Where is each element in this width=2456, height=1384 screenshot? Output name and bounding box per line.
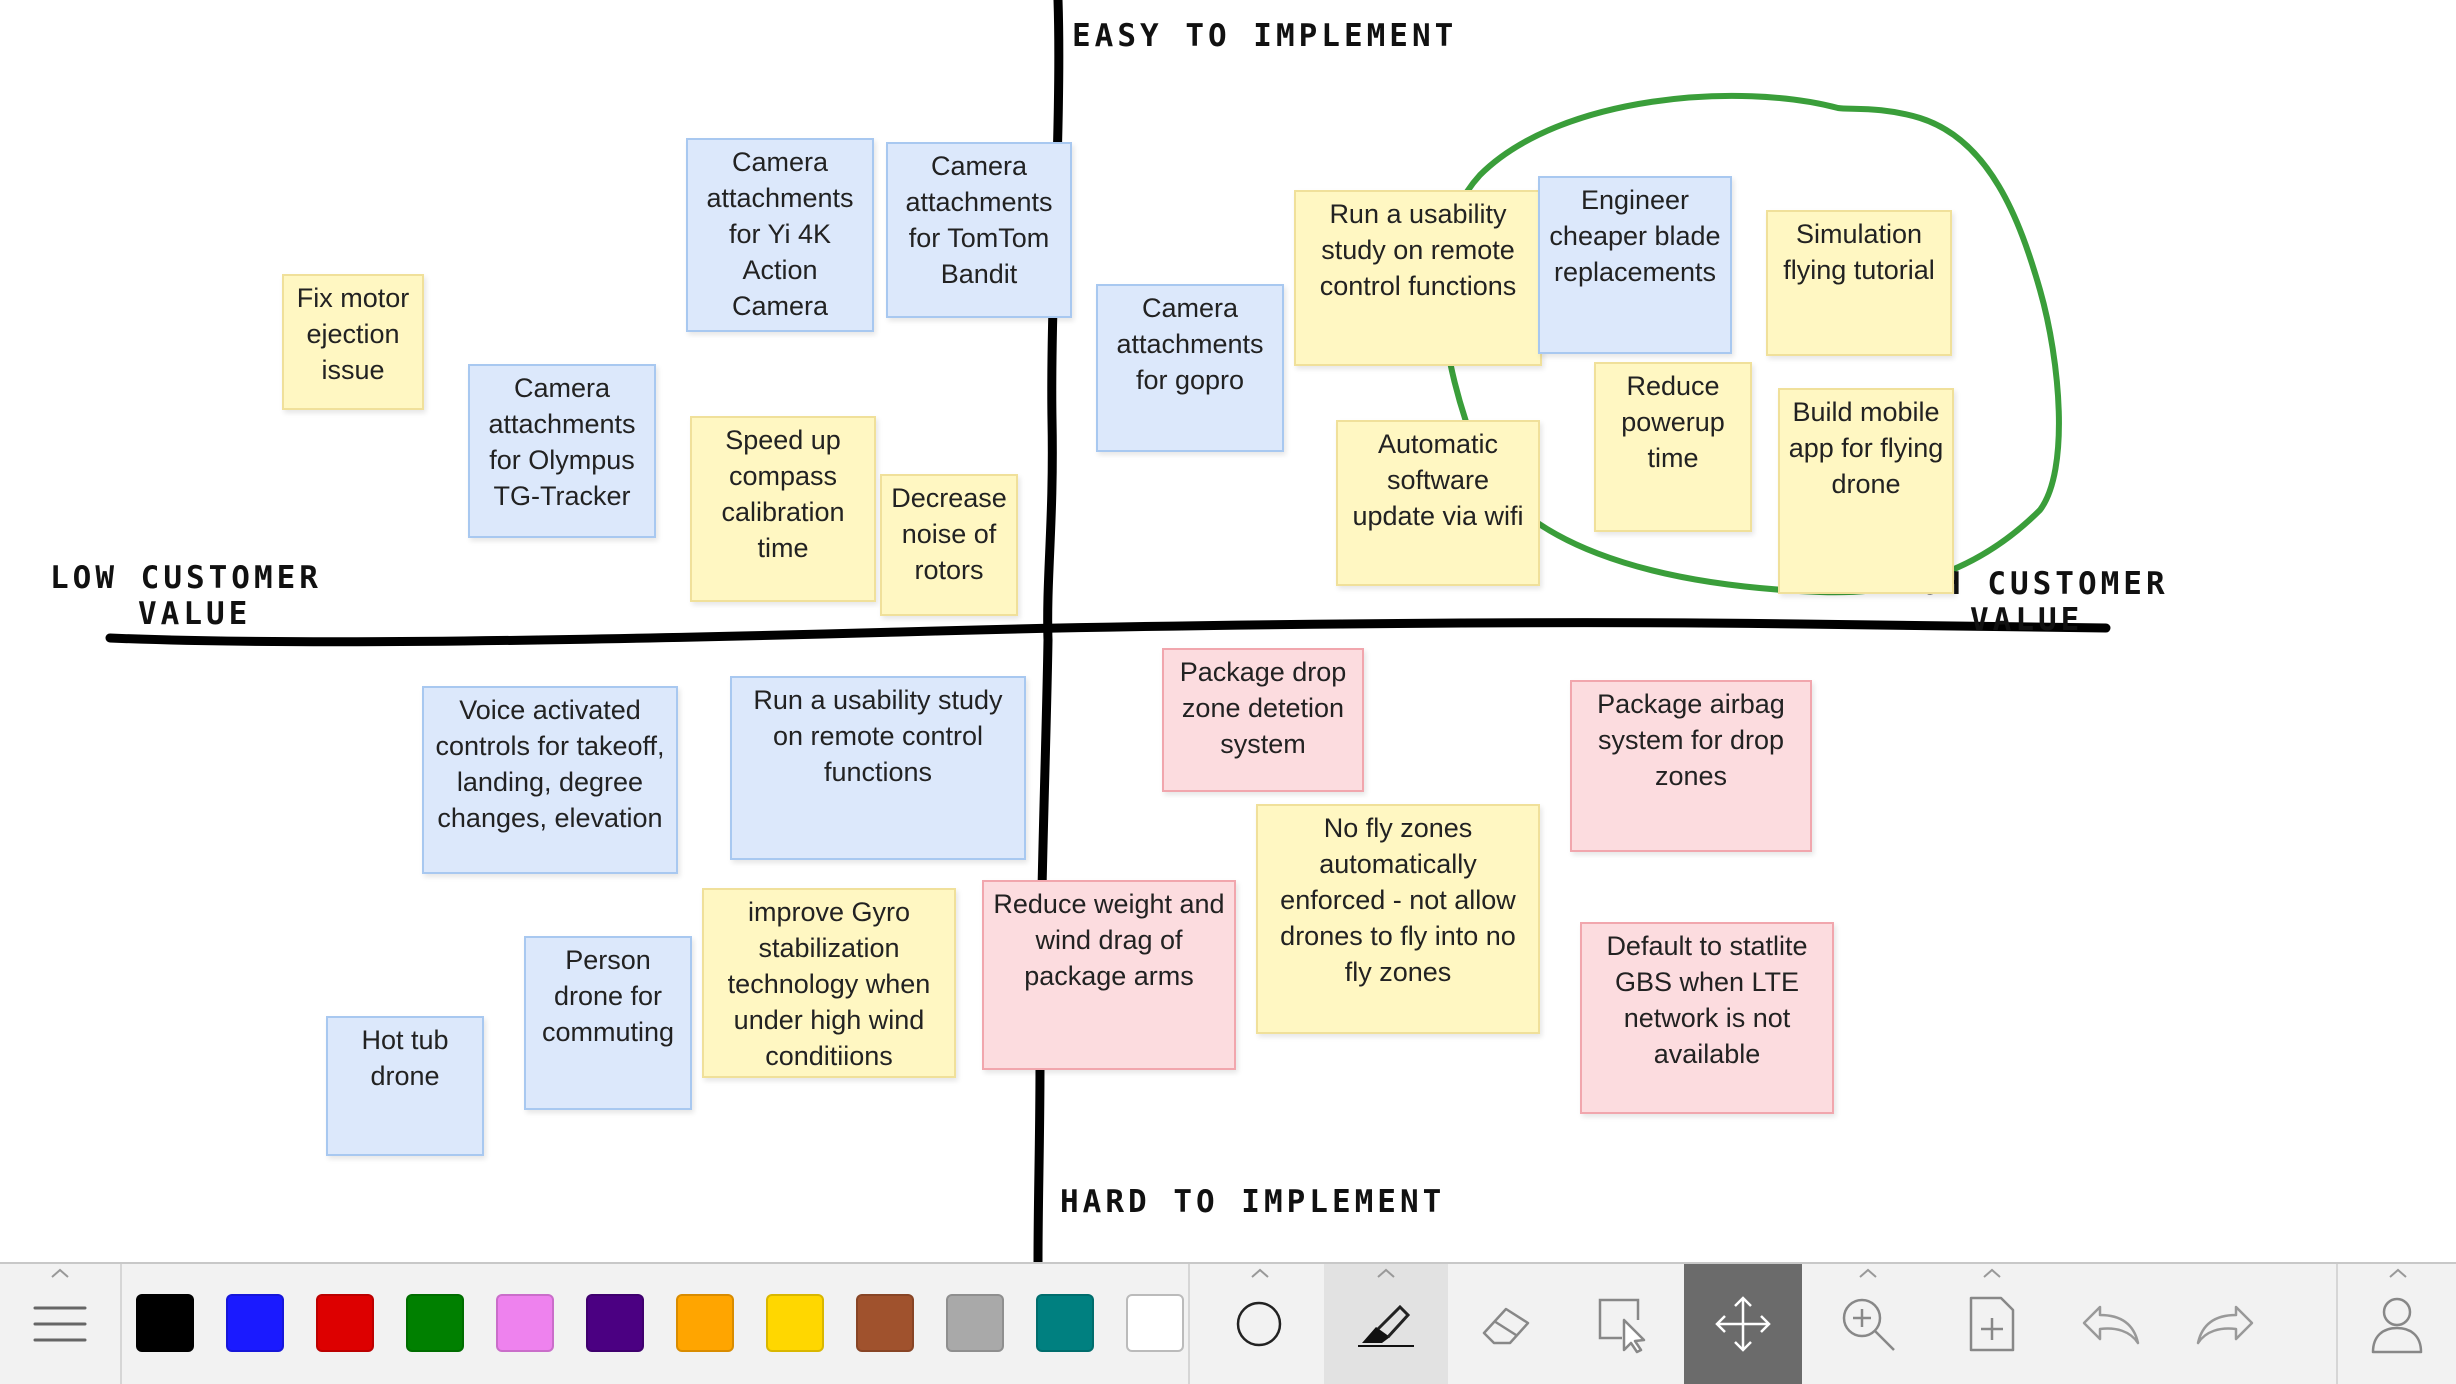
sticky-note[interactable]: Automatic software update via wifi [1336,420,1540,586]
toolbar-divider [1188,1264,1190,1384]
menu-button[interactable] [0,1264,120,1384]
redo-icon [2196,1305,2254,1345]
color-swatch[interactable] [136,1294,194,1352]
toolbar-divider [2336,1264,2338,1384]
sticky-note[interactable]: Reduce weight and wind drag of package a… [982,880,1236,1070]
color-swatch[interactable] [946,1294,1004,1352]
user-account-button[interactable] [2338,1264,2456,1384]
pan-tool-button[interactable] [1684,1264,1802,1384]
sticky-note[interactable]: Run a usability study on remote control … [730,676,1026,860]
shape-tool-button[interactable] [1190,1264,1328,1384]
axis-label-left: LOW CUSTOMER VALUE [50,560,322,632]
chevron-up-icon [1251,1268,1269,1278]
select-tool-button[interactable] [1564,1264,1684,1384]
sticky-note[interactable]: Camera attachments for Olympus TG-Tracke… [468,364,656,538]
marker-icon [1358,1304,1414,1347]
sticky-note[interactable]: Speed up compass calibration time [690,416,876,602]
sticky-note[interactable]: Voice activated controls for takeoff, la… [422,686,678,874]
color-swatch[interactable] [1126,1294,1184,1352]
color-swatch[interactable] [406,1294,464,1352]
undo-button[interactable] [2052,1264,2168,1384]
axis-label-right-line2: VALUE [1970,602,2084,638]
axis-label-top: EASY TO IMPLEMENT [1072,18,1458,54]
chevron-up-icon [1859,1268,1877,1278]
toolbar-divider [120,1264,122,1384]
redo-button[interactable] [2168,1264,2284,1384]
color-swatch[interactable] [586,1294,644,1352]
chevron-up-icon [1983,1268,2001,1278]
eraser-tool-button[interactable] [1448,1264,1564,1384]
sticky-note[interactable]: No fly zones automatically enforced - no… [1256,804,1540,1034]
color-swatch[interactable] [496,1294,554,1352]
chevron-up-icon [1377,1268,1395,1278]
whiteboard-canvas[interactable]: EASY TO IMPLEMENT HARD TO IMPLEMENT LOW … [0,0,2456,1262]
color-swatch[interactable] [856,1294,914,1352]
sticky-note[interactable]: Build mobile app for flying drone [1778,388,1954,594]
move-arrows-icon [1715,1296,1771,1352]
circle-icon [1236,1301,1282,1347]
zoom-in-icon [1842,1298,1895,1351]
color-swatch[interactable] [1036,1294,1094,1352]
sticky-note[interactable]: Simulation flying tutorial [1766,210,1952,356]
sticky-note[interactable]: improve Gyro stabilization technology wh… [702,888,956,1078]
color-swatch[interactable] [316,1294,374,1352]
color-swatch[interactable] [676,1294,734,1352]
sticky-note[interactable]: Engineer cheaper blade replacements [1538,176,1732,354]
axis-label-left-line1: LOW CUSTOMER [50,560,322,596]
chevron-up-icon [51,1268,69,1278]
sticky-note[interactable]: Person drone for commuting [524,936,692,1110]
undo-icon [2082,1305,2140,1345]
sticky-note[interactable]: Fix motor ejection issue [282,274,424,410]
user-icon [2371,1297,2423,1354]
sticky-note[interactable]: Decrease noise of rotors [880,474,1018,616]
hamburger-icon [33,1306,87,1342]
color-swatch[interactable] [766,1294,824,1352]
axis-label-left-line2: VALUE [138,596,252,632]
pen-tool-button[interactable] [1324,1264,1448,1384]
sticky-note[interactable]: Camera attachments for Yi 4K Action Came… [686,138,874,332]
bottom-toolbar [0,1262,2456,1384]
add-page-button[interactable] [1932,1264,2052,1384]
sticky-note[interactable]: Package drop zone detetion system [1162,648,1364,792]
zoom-button[interactable] [1806,1264,1930,1384]
eraser-icon [1482,1307,1530,1345]
horizontal-axis-line [105,618,2111,647]
sticky-note[interactable]: Hot tub drone [326,1016,484,1156]
color-swatch[interactable] [226,1294,284,1352]
pointer-select-icon [1598,1298,1646,1354]
sticky-note[interactable]: Package airbag system for drop zones [1570,680,1812,852]
sticky-note[interactable]: Reduce powerup time [1594,362,1752,532]
axis-label-bottom: HARD TO IMPLEMENT [1060,1184,1446,1220]
sticky-note[interactable]: Default to statlite GBS when LTE network… [1580,922,1834,1114]
sticky-note[interactable]: Camera attachments for TomTom Bandit [886,142,1072,318]
chevron-up-icon [2389,1268,2407,1278]
sticky-note[interactable]: Run a usability study on remote control … [1294,190,1542,366]
add-page-icon [1969,1296,2015,1352]
sticky-note[interactable]: Camera attachments for gopro [1096,284,1284,452]
